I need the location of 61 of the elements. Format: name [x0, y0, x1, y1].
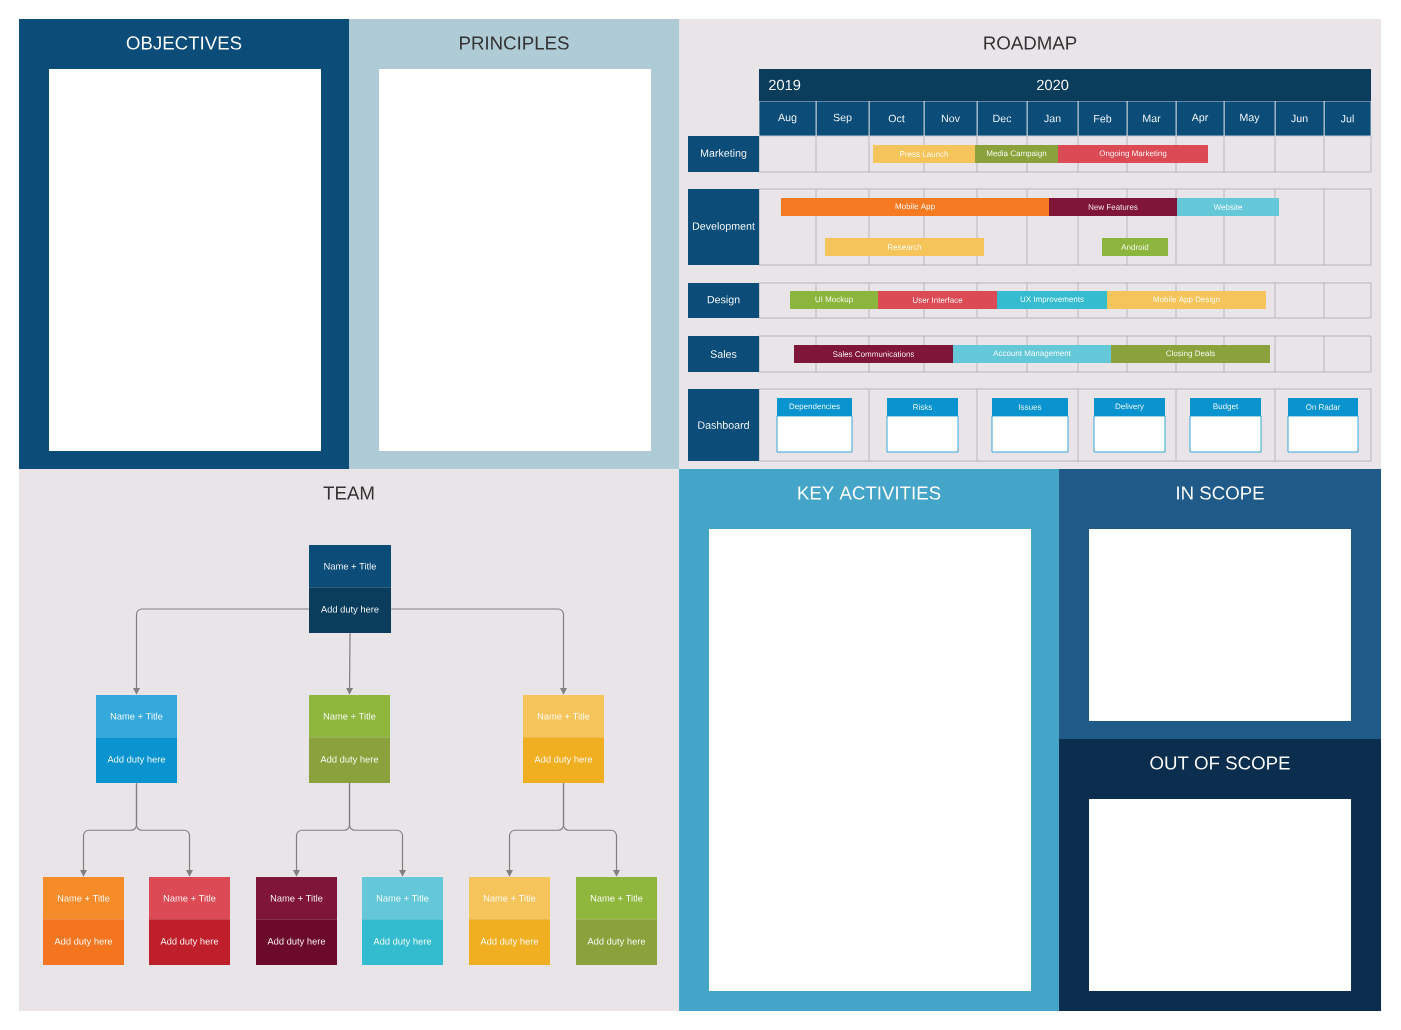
- month-header: Jun: [1274, 100, 1325, 137]
- node-label: Budget: [1213, 403, 1239, 411]
- timeline-bar: User Interface: [878, 291, 997, 309]
- node-label: Dependencies: [789, 403, 840, 411]
- month-header: Mar: [1126, 100, 1177, 137]
- timeline-bar: Mobile App Design: [1107, 291, 1266, 309]
- status-card: Risks: [886, 398, 959, 453]
- person-box: Name + Title Add duty here: [149, 877, 230, 965]
- row-header: Dashboard: [688, 389, 759, 461]
- month-header: Apr: [1175, 100, 1225, 137]
- blank-sheet: [1089, 529, 1351, 721]
- status-card: Delivery: [1093, 398, 1166, 453]
- node-label: Name + Title: [270, 894, 323, 902]
- month-header: May: [1223, 100, 1276, 137]
- blank-sheet: [709, 529, 1031, 991]
- month-header: Nov: [923, 100, 978, 137]
- node-label: Name + Title: [57, 894, 110, 902]
- blank-sheet: [379, 69, 651, 451]
- node-label: Issues: [1019, 404, 1042, 410]
- blank-sheet: [1089, 799, 1351, 991]
- node-label: Name + Title: [483, 894, 536, 902]
- month-header: Oct: [868, 100, 925, 137]
- person-box: Name + Title Add duty here: [576, 877, 657, 965]
- timeline-bar: Android: [1102, 238, 1168, 256]
- person-box: Name + Title Add duty here: [43, 877, 124, 965]
- row-header: Marketing: [688, 136, 759, 172]
- timeline-bar: UI Mockup: [790, 291, 878, 309]
- person-box: Name + Title Add duty here: [309, 695, 390, 783]
- status-card: Budget: [1189, 398, 1262, 453]
- status-card: Dependencies: [776, 398, 853, 453]
- status-card: On Radar: [1287, 398, 1359, 453]
- month-header: Feb: [1077, 100, 1128, 137]
- person-box: Name + Title Add duty here: [523, 695, 604, 783]
- month-header: Sep: [815, 100, 870, 137]
- year-header: 2019 2020: [759, 69, 1371, 101]
- status-card: Issues: [991, 398, 1069, 453]
- node-label: Name + Title: [376, 894, 429, 902]
- node-label: Name + Title: [110, 712, 163, 720]
- timeline-bar: UX Improvements: [997, 291, 1107, 309]
- node-label: Name + Title: [324, 562, 376, 570]
- month-header: Jan: [1026, 100, 1079, 137]
- blank-sheet: [49, 69, 321, 451]
- person-box: Name + Title Add duty here: [256, 877, 337, 965]
- timeline-bar: Research: [825, 238, 984, 256]
- person-box: Name + Title Add duty here: [96, 695, 177, 783]
- node-label: Delivery: [1115, 403, 1144, 411]
- node-label: Risks: [913, 404, 933, 410]
- row-header: Sales: [688, 336, 759, 372]
- row-header: Design: [688, 283, 759, 318]
- node-label: Name + Title: [163, 894, 216, 902]
- node-label: Name + Title: [590, 894, 643, 902]
- node-label: On Radar: [1306, 404, 1341, 410]
- person-box: Name + Title Add duty here: [469, 877, 550, 965]
- person-box: Name + Title Add duty here: [309, 545, 391, 633]
- month-header: Aug: [758, 100, 817, 137]
- month-header: Jul: [1323, 100, 1372, 137]
- node-label: Name + Title: [323, 712, 376, 720]
- person-box: Name + Title Add duty here: [362, 877, 443, 965]
- node-label: Name + Title: [537, 712, 590, 720]
- row-header: Development: [688, 189, 759, 265]
- month-header: Dec: [976, 100, 1028, 137]
